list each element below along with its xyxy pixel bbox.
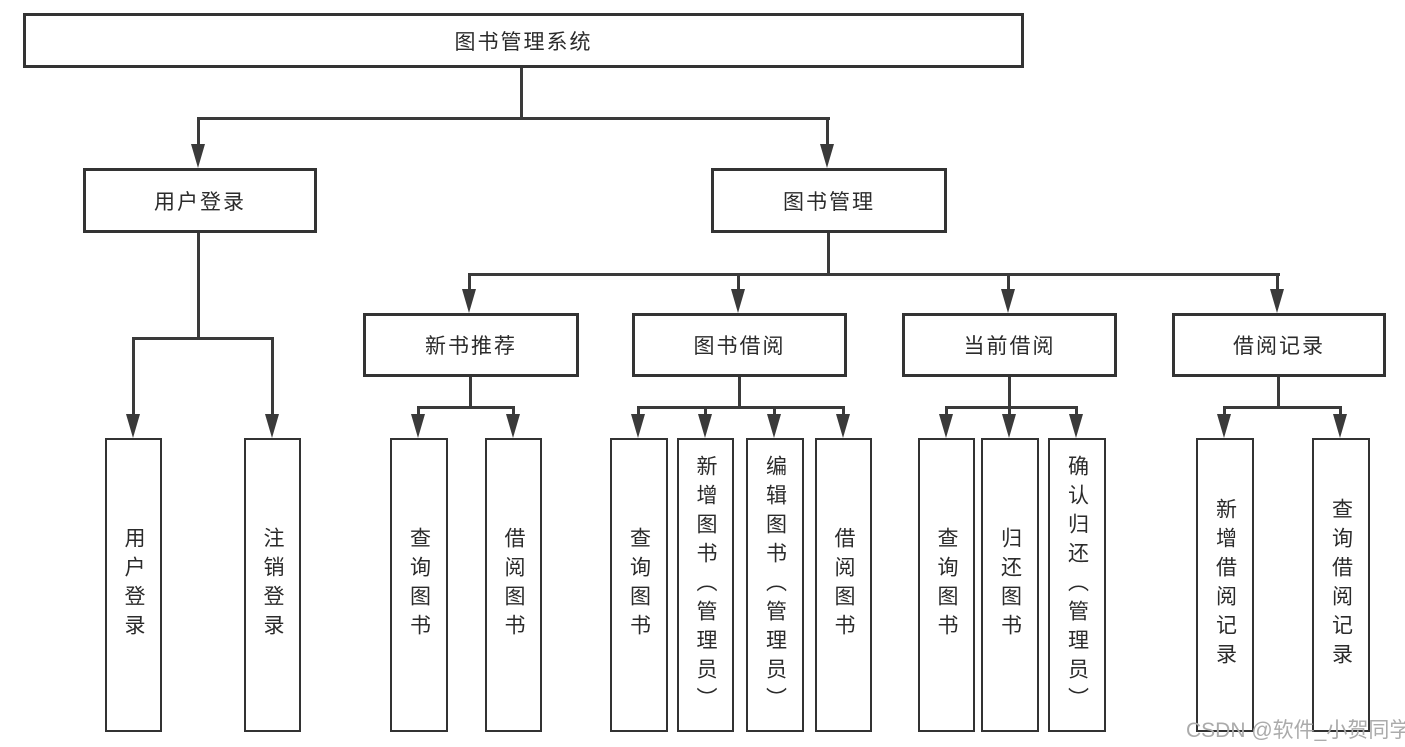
connector-user-login-bar bbox=[132, 337, 274, 340]
node-book-borrowing: 图书借阅 bbox=[632, 313, 847, 377]
leaf-confirm-return-admin-label: 确认归还（管理员） bbox=[1065, 454, 1089, 716]
arrow-to-leaf-add-borrow-record bbox=[1217, 406, 1232, 438]
leaf-add-borrow-record: 新增借阅记录 bbox=[1196, 438, 1254, 732]
leaf-user-login-label: 用户登录 bbox=[122, 527, 145, 643]
leaf-query-borrow-record-label: 查询借阅记录 bbox=[1329, 498, 1353, 672]
leaf-query-books-borrowing: 查询图书 bbox=[610, 438, 668, 732]
leaf-logout: 注销登录 bbox=[244, 438, 301, 732]
arrow-to-leaf-logout bbox=[265, 337, 280, 438]
watermark-text: CSDN @软件_小贺同学 bbox=[1186, 719, 1405, 742]
leaf-query-books-borrowing-label: 查询图书 bbox=[627, 527, 651, 643]
arrow-to-new-book-recommend bbox=[462, 273, 477, 313]
connector-root-stem bbox=[520, 68, 523, 118]
node-borrowing-records-label: 借阅记录 bbox=[1233, 335, 1325, 358]
node-current-borrowing-label: 当前借阅 bbox=[963, 335, 1056, 358]
leaf-borrow-books-borrowing-label: 借阅图书 bbox=[832, 527, 855, 643]
leaf-query-books-current: 查询图书 bbox=[918, 438, 975, 732]
leaf-logout-label: 注销登录 bbox=[261, 527, 284, 643]
leaf-query-books-current-label: 查询图书 bbox=[935, 527, 958, 643]
arrow-to-leaf-return-book bbox=[1002, 406, 1017, 438]
connector-borrowing-stem bbox=[738, 377, 741, 407]
leaf-query-borrow-record: 查询借阅记录 bbox=[1312, 438, 1370, 732]
leaf-add-book-admin-label: 新增图书（管理员） bbox=[694, 454, 717, 716]
arrow-to-leaf-query-books-recommend bbox=[411, 406, 426, 438]
leaf-borrow-books-recommend: 借阅图书 bbox=[485, 438, 542, 732]
connector-recommend-bar bbox=[417, 406, 515, 409]
connector-records-bar bbox=[1223, 406, 1342, 409]
leaf-return-book: 归还图书 bbox=[981, 438, 1039, 732]
arrow-to-leaf-confirm-return-admin bbox=[1069, 406, 1084, 438]
connector-borrowing-bar bbox=[637, 406, 845, 409]
arrow-to-leaf-query-borrow-record bbox=[1333, 406, 1348, 438]
leaf-borrow-books-borrowing: 借阅图书 bbox=[815, 438, 872, 732]
connector-book-management-bar bbox=[468, 273, 1280, 276]
connector-book-management-stem bbox=[827, 233, 830, 274]
leaf-return-book-label: 归还图书 bbox=[998, 527, 1022, 643]
node-new-book-recommend: 新书推荐 bbox=[363, 313, 579, 377]
leaf-user-login: 用户登录 bbox=[105, 438, 162, 732]
arrow-to-book-borrowing bbox=[731, 273, 746, 313]
arrow-to-leaf-edit-book-admin bbox=[767, 406, 782, 438]
leaf-confirm-return-admin: 确认归还（管理员） bbox=[1048, 438, 1106, 732]
leaf-borrow-books-recommend-label: 借阅图书 bbox=[502, 527, 525, 643]
leaf-edit-book-admin: 编辑图书（管理员） bbox=[746, 438, 804, 732]
leaf-query-books-recommend: 查询图书 bbox=[390, 438, 448, 732]
node-user-login-label: 用户登录 bbox=[154, 190, 246, 214]
arrow-to-leaf-user-login bbox=[126, 337, 141, 438]
arrow-to-leaf-borrow-books-recommend bbox=[506, 406, 521, 438]
arrow-to-borrowing-records bbox=[1270, 273, 1285, 313]
node-book-management-label: 图书管理 bbox=[783, 190, 875, 214]
node-book-borrowing-label: 图书借阅 bbox=[693, 335, 786, 358]
leaf-add-borrow-record-label: 新增借阅记录 bbox=[1213, 498, 1237, 672]
connector-current-bar bbox=[945, 406, 1078, 409]
connector-records-stem bbox=[1277, 377, 1280, 407]
node-new-book-recommend-label: 新书推荐 bbox=[425, 335, 517, 358]
arrow-to-leaf-add-book-admin bbox=[698, 406, 713, 438]
leaf-edit-book-admin-label: 编辑图书（管理员） bbox=[763, 454, 787, 716]
arrow-to-user-login bbox=[191, 117, 206, 168]
node-current-borrowing: 当前借阅 bbox=[902, 313, 1117, 377]
node-root-label: 图书管理系统 bbox=[454, 30, 593, 54]
node-root: 图书管理系统 bbox=[23, 13, 1024, 68]
arrow-to-current-borrowing bbox=[1001, 273, 1016, 313]
leaf-query-books-recommend-label: 查询图书 bbox=[407, 527, 431, 643]
connector-recommend-stem bbox=[469, 377, 472, 407]
arrow-to-book-management bbox=[820, 117, 835, 168]
node-book-management: 图书管理 bbox=[711, 168, 947, 233]
connector-user-login-stem bbox=[197, 233, 200, 338]
connector-current-stem bbox=[1008, 377, 1011, 407]
node-user-login: 用户登录 bbox=[83, 168, 317, 233]
connector-root-bar bbox=[198, 117, 830, 120]
node-borrowing-records: 借阅记录 bbox=[1172, 313, 1386, 377]
arrow-to-leaf-query-books-borrowing bbox=[631, 406, 646, 438]
arrow-to-leaf-query-books-current bbox=[939, 406, 954, 438]
arrow-to-leaf-borrow-books-borrowing bbox=[836, 406, 851, 438]
leaf-add-book-admin: 新增图书（管理员） bbox=[677, 438, 734, 732]
